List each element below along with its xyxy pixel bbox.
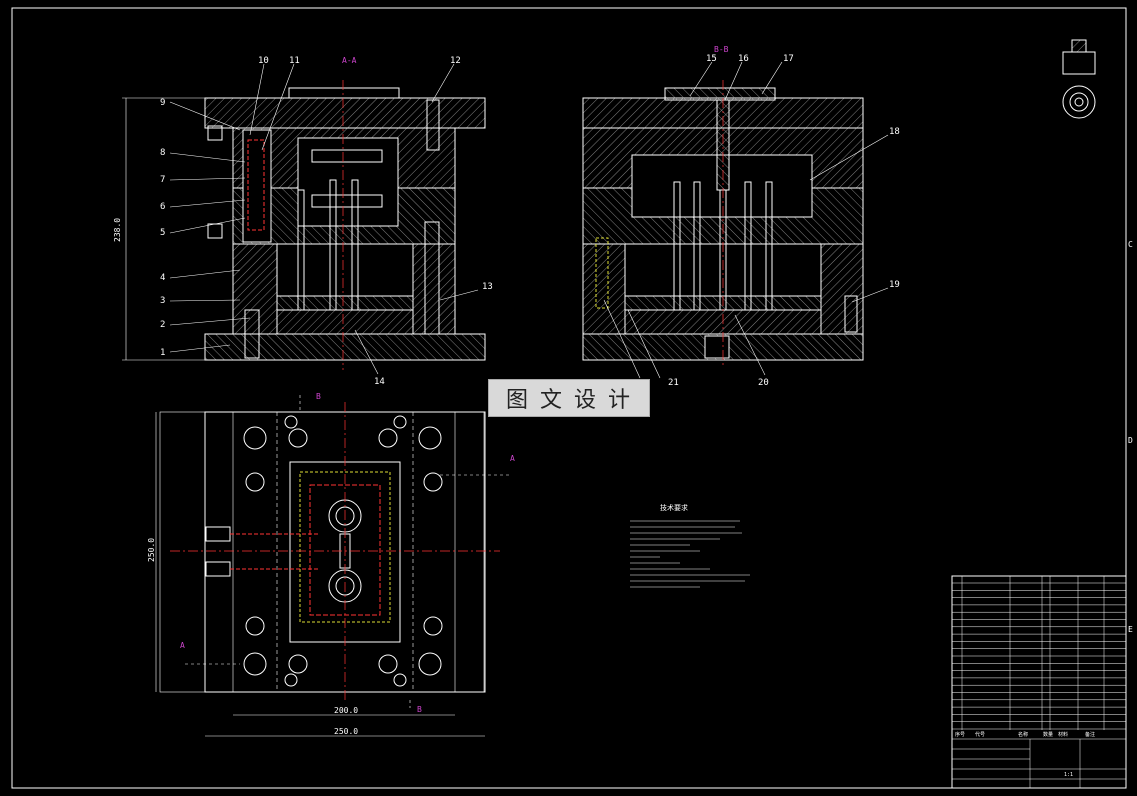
part-10: 10 [258, 56, 269, 66]
part-3: 3 [160, 296, 165, 306]
section-label-bb: B-B [714, 45, 729, 54]
part-1: 1 [160, 348, 165, 358]
space-block-right [412, 243, 456, 335]
cut-mark-b-bottom: B [417, 705, 422, 714]
part-20: 20 [758, 378, 769, 388]
part-6: 6 [160, 202, 165, 212]
zone-letter-d: D [1128, 436, 1133, 445]
part-4: 4 [160, 273, 165, 283]
bb-space-left [582, 243, 626, 335]
dim-width-outer: 250.0 [334, 727, 358, 736]
bb-space-right [820, 243, 864, 335]
bom-header-mat: 材料 [1058, 731, 1068, 738]
dim-height-left: 238.0 [113, 218, 122, 242]
ejector-plate [276, 309, 414, 335]
watermark-banner: 图文设计 [488, 379, 650, 417]
section-a-a: A-A [113, 56, 493, 387]
top-clamp-plate [204, 97, 486, 129]
cut-mark-a-right: A [510, 454, 515, 463]
part-7: 7 [160, 175, 165, 185]
part-13: 13 [482, 282, 493, 292]
part-15: 15 [706, 54, 717, 64]
part-19: 19 [889, 280, 900, 290]
bom-table: 序号 代号 名称 数量 材料 备注 1:1 [951, 575, 1127, 789]
part-11: 11 [289, 56, 300, 66]
bom-header-name: 名称 [1018, 731, 1028, 738]
dim-width-inner: 200.0 [334, 706, 358, 715]
plan-view: B B A A 200.0 250.0 250.0 [147, 392, 515, 737]
part-16: 16 [738, 54, 749, 64]
tech-title: 技术要求 [660, 503, 688, 512]
zone-letter-e: E [1128, 625, 1133, 634]
part-5: 5 [160, 228, 165, 238]
bom-header-no: 序号 [955, 731, 965, 738]
part-9: 9 [160, 98, 165, 108]
bom-header-code: 代号 [975, 731, 985, 738]
section-label-aa: A-A [342, 56, 357, 65]
title-scale: 1:1 [1064, 772, 1073, 778]
part-21: 21 [668, 378, 679, 388]
technical-requirements: 技术要求 [630, 503, 750, 588]
bottom-clamp-plate [204, 333, 486, 361]
zone-letter-c: C [1128, 240, 1133, 249]
cut-mark-a-left: A [180, 641, 185, 650]
part-8: 8 [160, 148, 165, 158]
part-detail [1062, 39, 1096, 119]
bom-header-note: 备注 [1085, 731, 1095, 738]
bom-header-qty: 数量 [1043, 731, 1053, 738]
part-12: 12 [450, 56, 461, 66]
cut-mark-b-top: B [316, 392, 321, 401]
part-17: 17 [783, 54, 794, 64]
part-14: 14 [374, 377, 385, 387]
dim-height-plan: 250.0 [147, 538, 156, 562]
space-block-left [232, 243, 278, 335]
part-18: 18 [889, 127, 900, 137]
section-b-b: B-B 15 [582, 45, 900, 388]
ejector-retainer [276, 295, 414, 311]
part-2: 2 [160, 320, 165, 330]
